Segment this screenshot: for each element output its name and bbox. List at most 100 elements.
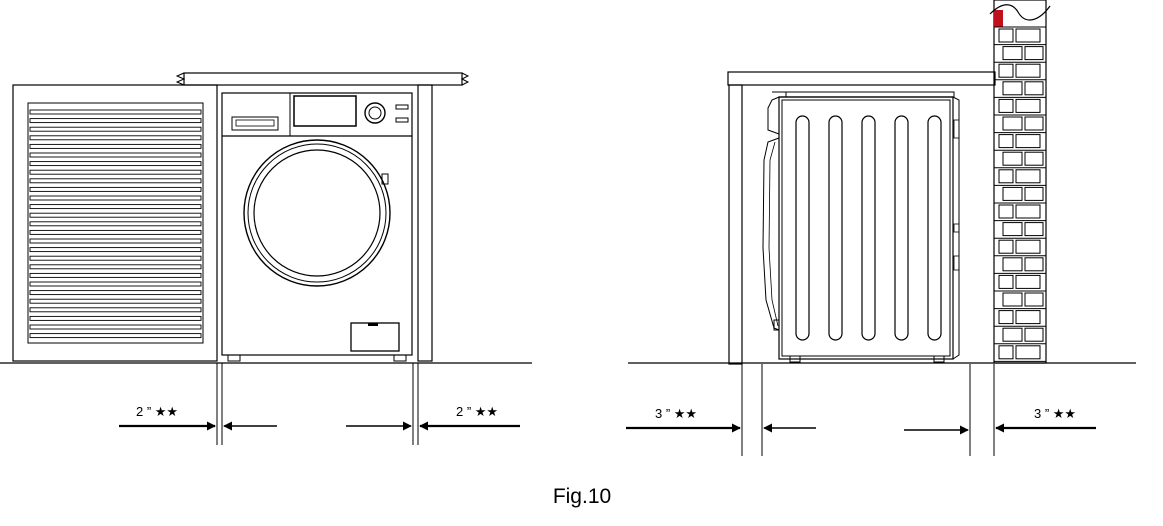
brick bbox=[1002, 222, 1023, 237]
brick bbox=[1002, 257, 1023, 272]
brick bbox=[1015, 204, 1041, 219]
washer-foot bbox=[227, 354, 241, 362]
louver-slat bbox=[29, 195, 202, 201]
brick bbox=[1002, 292, 1023, 307]
front-extension-lines bbox=[216, 363, 419, 445]
side-view: 3 ” ★★ 3 ” ★★ bbox=[626, 0, 1136, 456]
panel-rib bbox=[795, 115, 810, 341]
brick bbox=[1024, 257, 1044, 272]
brick bbox=[1015, 239, 1041, 254]
louver-slat bbox=[29, 109, 202, 115]
louver-slat bbox=[29, 333, 202, 339]
brick bbox=[1024, 151, 1044, 166]
brick bbox=[998, 310, 1014, 325]
front-view: 2 ” ★★ 2 ” ★★ bbox=[0, 72, 532, 445]
louver-slat bbox=[29, 212, 202, 218]
louver-slat bbox=[29, 272, 202, 278]
louver-slat bbox=[29, 264, 202, 270]
louver-slat bbox=[29, 324, 202, 330]
brick bbox=[1024, 327, 1044, 342]
figure-caption: Fig.10 bbox=[553, 485, 611, 508]
brick bbox=[1002, 186, 1023, 201]
control-button bbox=[395, 117, 409, 123]
washer-door bbox=[243, 139, 391, 287]
side-right-clearance-label: 3 ” ★★ bbox=[1034, 406, 1076, 421]
brick bbox=[1002, 116, 1023, 131]
louver-slat bbox=[29, 298, 202, 304]
panel-rib bbox=[861, 115, 876, 341]
louvered-cabinet bbox=[12, 84, 218, 362]
brick bbox=[1015, 345, 1041, 360]
louver-slat bbox=[29, 161, 202, 167]
brick bbox=[1015, 169, 1041, 184]
louver-slat bbox=[29, 143, 202, 149]
louver-slat bbox=[29, 247, 202, 253]
washer-front bbox=[221, 92, 413, 362]
brick bbox=[998, 169, 1014, 184]
louver-slat bbox=[29, 152, 202, 158]
louver-slat bbox=[29, 238, 202, 244]
brick bbox=[1015, 134, 1041, 149]
brick-wall bbox=[989, 0, 1051, 364]
brick bbox=[998, 134, 1014, 149]
brick bbox=[1024, 81, 1044, 96]
louver-slat bbox=[29, 315, 202, 321]
louver-slat bbox=[29, 135, 202, 141]
louver-slat bbox=[29, 118, 202, 124]
louver-slat bbox=[29, 229, 202, 235]
brick bbox=[1002, 81, 1023, 96]
brick bbox=[1015, 28, 1041, 43]
brick bbox=[1015, 63, 1041, 78]
cabinet-louvers bbox=[29, 109, 202, 339]
brick bbox=[1015, 274, 1041, 289]
brick bbox=[998, 239, 1014, 254]
louver-slat bbox=[29, 281, 202, 287]
brick bbox=[998, 28, 1014, 43]
brick bbox=[998, 63, 1014, 78]
brick bbox=[1002, 151, 1023, 166]
brick bbox=[998, 204, 1014, 219]
louver-slat bbox=[29, 221, 202, 227]
brick bbox=[1015, 310, 1041, 325]
brick bbox=[998, 345, 1014, 360]
louver-slat bbox=[29, 126, 202, 132]
right-cabinet-panel bbox=[417, 84, 433, 362]
brick bbox=[1024, 46, 1044, 61]
control-panel-side bbox=[767, 96, 780, 135]
front-left-clearance-label: 2 ” ★★ bbox=[136, 404, 178, 419]
louver-slat bbox=[29, 178, 202, 184]
control-button bbox=[395, 104, 409, 110]
cabinet-side-wall bbox=[728, 84, 743, 365]
brick bbox=[1002, 46, 1023, 61]
countertop bbox=[727, 71, 996, 86]
louver-slat bbox=[29, 204, 202, 210]
washer-side bbox=[762, 91, 960, 363]
brick bbox=[1024, 116, 1044, 131]
brick bbox=[1015, 98, 1041, 113]
side-extension-lines bbox=[741, 364, 995, 456]
detergent-drawer bbox=[231, 116, 279, 131]
louver-slat bbox=[29, 307, 202, 313]
control-display bbox=[293, 95, 357, 127]
brick bbox=[1024, 292, 1044, 307]
brick bbox=[1002, 327, 1023, 342]
louver-slat bbox=[29, 169, 202, 175]
panel-rib bbox=[828, 115, 843, 341]
brick bbox=[1024, 186, 1044, 201]
side-panel-ribs bbox=[795, 115, 942, 341]
louver-slat bbox=[29, 255, 202, 261]
washer-foot bbox=[393, 354, 407, 362]
door-bulge-side bbox=[762, 137, 780, 331]
louver-slat bbox=[29, 186, 202, 192]
wall-break-line bbox=[989, 4, 1051, 21]
louver-slat bbox=[29, 290, 202, 296]
brick bbox=[998, 98, 1014, 113]
filter-cover bbox=[350, 322, 400, 352]
front-right-clearance-label: 2 ” ★★ bbox=[456, 404, 498, 419]
countertop bbox=[175, 72, 470, 86]
program-knob bbox=[364, 102, 386, 124]
brick bbox=[998, 274, 1014, 289]
panel-rib bbox=[894, 115, 909, 341]
side-left-clearance-label: 3 ” ★★ bbox=[655, 406, 697, 421]
